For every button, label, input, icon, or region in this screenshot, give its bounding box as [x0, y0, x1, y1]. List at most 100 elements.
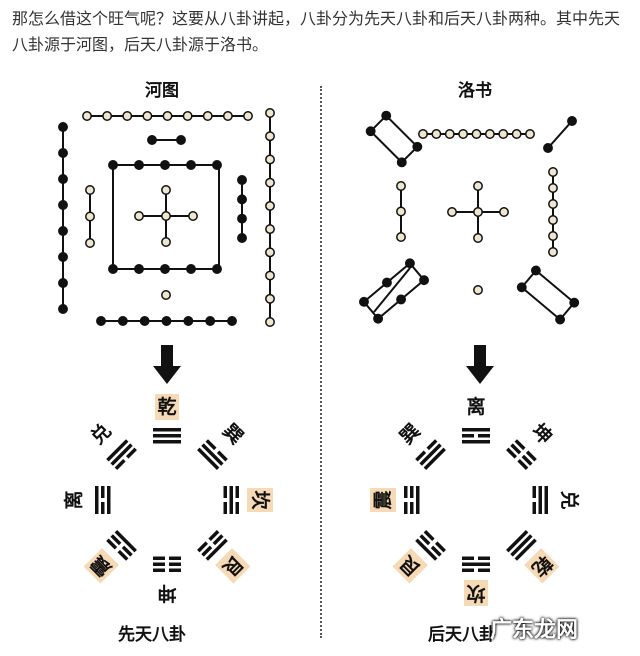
yao-yang-line — [462, 562, 490, 566]
yao-yang-line — [153, 440, 181, 444]
trigram-highlight — [392, 548, 428, 584]
yin-dot — [396, 157, 407, 168]
yang-dot — [265, 108, 275, 118]
yin-dot — [139, 316, 150, 326]
yang-dot — [444, 129, 455, 139]
trigram-乾: 乾 — [153, 394, 181, 444]
yao-yin-line — [212, 534, 224, 546]
dot-chain-line — [547, 120, 573, 149]
yao-yang-line — [201, 443, 224, 466]
yin-dot — [212, 160, 222, 170]
panel-divider — [320, 86, 322, 638]
yao-yin-line — [106, 538, 118, 550]
yao-yang-line — [229, 486, 233, 514]
yao-yin-line — [510, 443, 522, 455]
trigram-label: 乾 — [527, 551, 557, 581]
yao-yang-line — [510, 534, 533, 557]
yao-yin-line — [169, 568, 181, 572]
yin-dot — [365, 126, 376, 137]
yao-yin-line — [478, 434, 490, 438]
yin-dot — [205, 316, 216, 326]
yin-dot — [160, 264, 170, 274]
yao-yang-line — [153, 434, 181, 438]
yin-dot — [58, 200, 68, 210]
yang-dot — [122, 111, 133, 121]
yao-yin-line — [153, 556, 165, 560]
yao-yin-line — [525, 450, 537, 462]
yao-yin-line — [216, 450, 228, 462]
yang-dot — [548, 167, 558, 177]
yang-dot — [161, 290, 171, 300]
trigram-highlight — [83, 548, 119, 584]
yin-dot — [134, 160, 144, 170]
yao-yin-line — [462, 434, 474, 438]
yin-dot — [58, 226, 68, 236]
yang-dot — [222, 111, 233, 121]
yin-dot — [381, 110, 392, 121]
yao-yang-line — [107, 486, 111, 514]
yang-dot — [243, 111, 253, 121]
luoshu-dot-group — [358, 258, 430, 324]
yao-yin-line — [415, 450, 427, 462]
yin-dot — [381, 277, 392, 288]
yao-yang-line — [462, 440, 490, 444]
yao-yin-line — [426, 439, 438, 451]
yang-dot — [499, 207, 509, 217]
yin-dot — [516, 282, 527, 293]
trigram-highlight — [370, 488, 396, 512]
yin-dot — [237, 194, 247, 205]
yang-dot — [548, 183, 558, 193]
trigram-highlight — [155, 394, 179, 420]
trigram-艮: 艮 — [392, 530, 446, 584]
trigram-艮: 艮 — [197, 530, 251, 584]
yao-yang-line — [416, 486, 420, 514]
yang-dot — [182, 111, 193, 121]
yang-dot — [162, 111, 173, 121]
yao-yin-line — [462, 568, 474, 572]
yang-dot — [396, 181, 406, 191]
yao-yang-line — [419, 443, 442, 466]
yin-dot — [358, 296, 369, 307]
yang-dot — [265, 270, 275, 281]
yang-dot — [396, 206, 406, 217]
yang-dot — [525, 129, 535, 139]
trigram-label: 坤 — [157, 582, 176, 605]
trigram-坤: 坤 — [153, 556, 181, 605]
yao-yang-line — [415, 538, 438, 561]
xiantian-label: 先天八卦 — [118, 625, 186, 645]
yao-yin-line — [410, 502, 414, 514]
yao-yin-line — [532, 486, 536, 498]
yang-dot — [142, 111, 153, 121]
yao-yin-line — [114, 458, 126, 470]
yao-yin-line — [434, 541, 446, 553]
yang-dot — [85, 211, 95, 222]
yin-dot — [237, 175, 247, 185]
yao-yin-line — [514, 439, 526, 451]
yao-yin-line — [235, 486, 239, 498]
yang-dot — [511, 129, 522, 139]
yin-dot — [212, 264, 222, 274]
trigram-label: 兑 — [86, 419, 116, 449]
yin-dot — [530, 265, 541, 276]
yao-yin-line — [197, 541, 209, 553]
yao-yin-line — [506, 447, 518, 459]
yang-dot — [548, 247, 558, 257]
yang-dot — [85, 185, 95, 195]
yao-yin-line — [121, 545, 133, 557]
yang-dot — [188, 211, 198, 221]
yang-dot — [431, 129, 442, 139]
yin-dot — [227, 316, 237, 326]
yin-dot — [396, 294, 407, 305]
down-arrow-icon — [153, 345, 181, 384]
houtian-label: 后天八卦 — [428, 625, 496, 645]
trigram-label: 巽 — [396, 420, 425, 449]
trigram-兑: 兑 — [86, 419, 137, 470]
trigram-label: 离 — [62, 490, 85, 509]
yang-dot — [458, 129, 469, 139]
yao-yang-line — [462, 428, 490, 432]
luoshu-dot-frame — [369, 114, 419, 164]
trigram-坤: 坤 — [506, 419, 557, 470]
yin-dot — [412, 141, 423, 152]
